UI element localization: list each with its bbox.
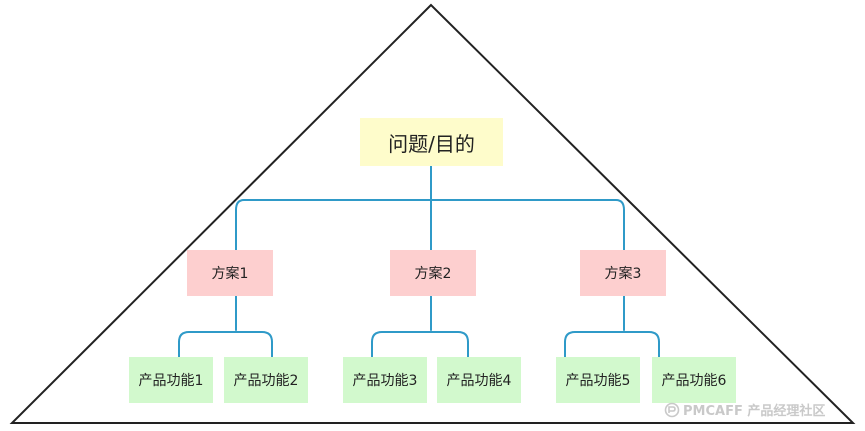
watermark-text: PMCAFF 产品经理社区 — [683, 404, 826, 419]
feature-node-3: 产品功能3 — [343, 357, 427, 403]
feature-node-1: 产品功能1 — [129, 357, 213, 403]
scheme-node-3: 方案3 — [580, 250, 666, 296]
feature-node-5: 产品功能5 — [556, 357, 640, 403]
connector-lines — [178, 165, 660, 358]
connector-scheme-1-bar — [178, 331, 273, 343]
pyramid-outline — [9, 3, 856, 424]
scheme-node-1: 方案1 — [187, 250, 273, 296]
scheme-node-2: 方案2 — [390, 250, 476, 296]
connector-root-bar — [235, 199, 625, 211]
feature-node-6: 产品功能6 — [652, 357, 736, 403]
feature-node-4: 产品功能4 — [437, 357, 521, 403]
feature-node-2: 产品功能2 — [224, 357, 308, 403]
connector-scheme-2-bar — [371, 331, 469, 343]
root-node-problem-goal: 问题/目的 — [360, 118, 503, 166]
watermark: PMCAFF 产品经理社区 — [664, 400, 825, 419]
connector-scheme-3-bar — [564, 331, 660, 343]
pmcaff-logo-icon — [664, 402, 680, 418]
